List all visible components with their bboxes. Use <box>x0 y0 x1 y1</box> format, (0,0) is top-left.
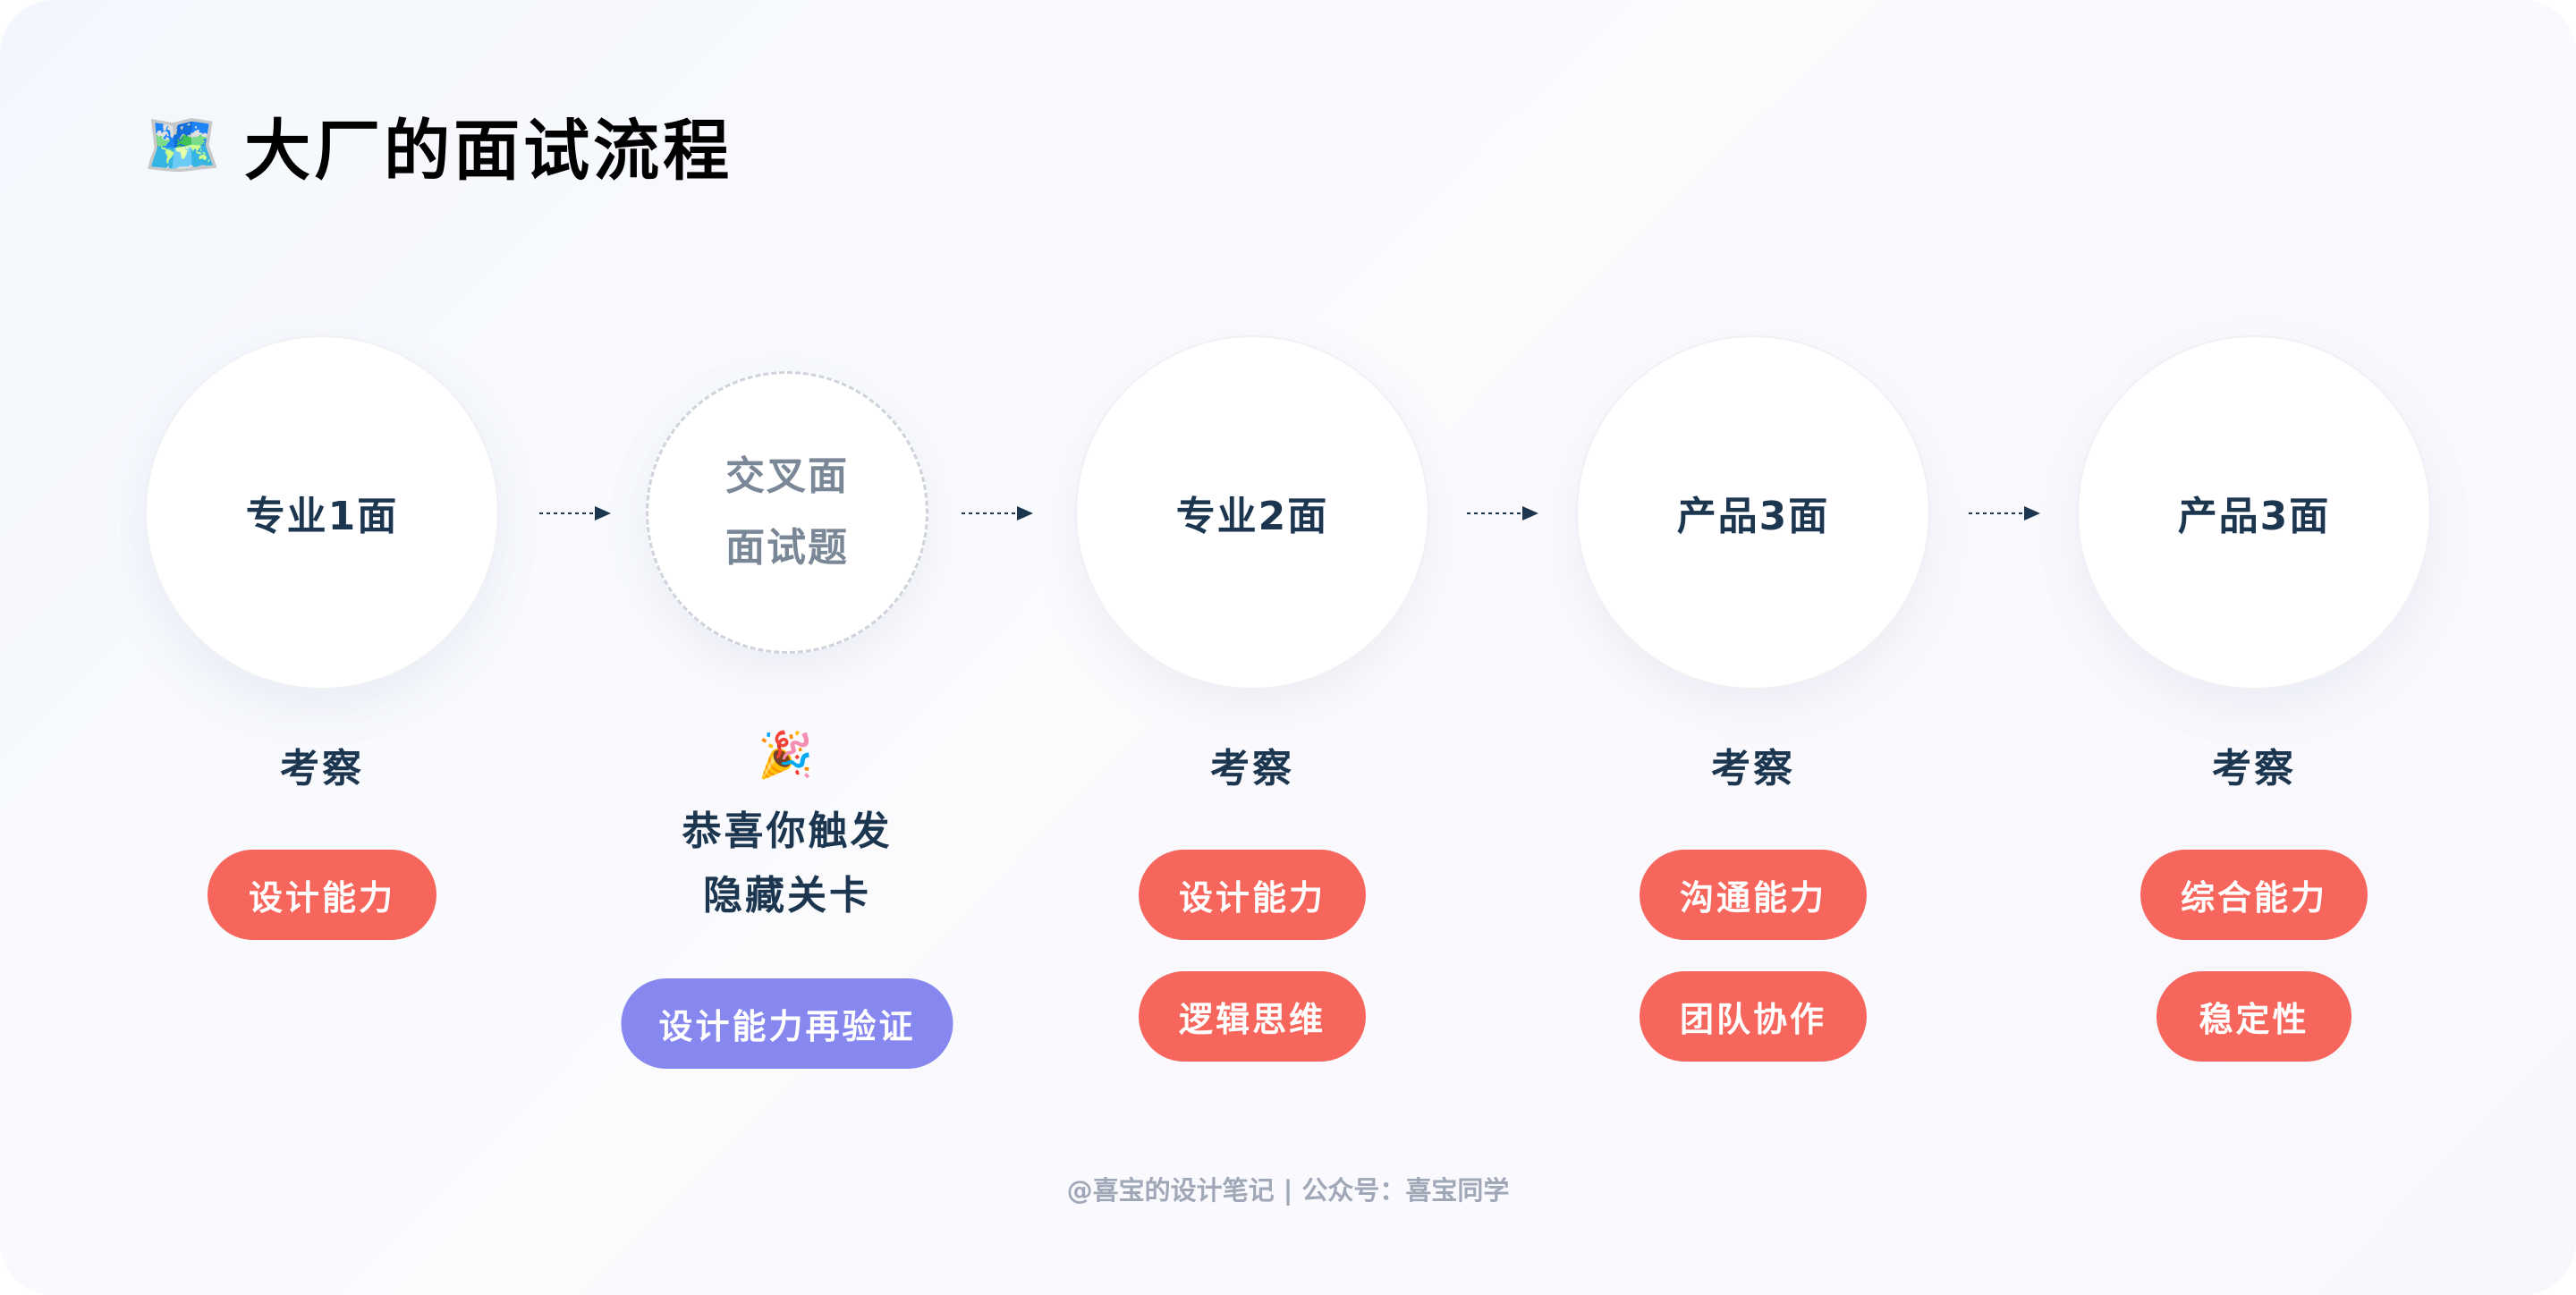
skill-tag: 稳定性 <box>2157 971 2351 1062</box>
skill-tag: 设计能力 <box>1139 850 1366 940</box>
hidden-level-message: 隐藏关卡 <box>703 873 871 918</box>
stage-label: 考察 <box>2212 746 2296 791</box>
world-map-icon: 🗺️ <box>143 108 222 182</box>
party-popper-icon: 🎉 <box>758 729 817 781</box>
hidden-level-message: 恭喜你触发 <box>682 808 893 854</box>
arrow-right-icon <box>1467 506 1538 521</box>
stage-name: 产品3面 <box>2177 494 2331 539</box>
stage-circle: 产品3面 <box>2077 335 2431 690</box>
stage-label: 考察 <box>1210 746 1294 791</box>
stage-name-line: 面试题 <box>725 525 849 571</box>
stage-label: 考察 <box>1711 746 1795 791</box>
stage-circle-dashed: 交叉面 面试题 <box>646 371 928 654</box>
arrow-right-icon <box>539 506 611 521</box>
page-title: 🗺️ 大厂的面试流程 <box>143 100 733 190</box>
stage-name: 专业2面 <box>1175 494 1329 539</box>
arrow-right-icon <box>1969 506 2040 521</box>
stage-circle: 专业1面 <box>145 335 499 690</box>
stage-label: 考察 <box>280 746 364 791</box>
skill-tag-purple: 设计能力再验证 <box>621 978 953 1069</box>
skill-tag: 沟通能力 <box>1640 850 1867 940</box>
footer-credit: @喜宝的设计笔记 | 公众号：喜宝同学 <box>1066 1175 1510 1206</box>
skill-tag: 团队协作 <box>1640 971 1867 1062</box>
arrow-right-icon <box>962 506 1033 521</box>
stage-name: 专业1面 <box>245 494 399 539</box>
stage-circle: 产品3面 <box>1576 335 1930 690</box>
skill-tag: 设计能力 <box>207 850 437 940</box>
stage-name: 产品3面 <box>1676 494 1830 539</box>
skill-tag: 综合能力 <box>2140 850 2368 940</box>
stage-name-line: 交叉面 <box>725 453 849 499</box>
skill-tag: 逻辑思维 <box>1139 971 1366 1062</box>
stage-circle: 专业2面 <box>1075 335 1429 690</box>
page-title-text: 大厂的面试流程 <box>244 112 733 190</box>
